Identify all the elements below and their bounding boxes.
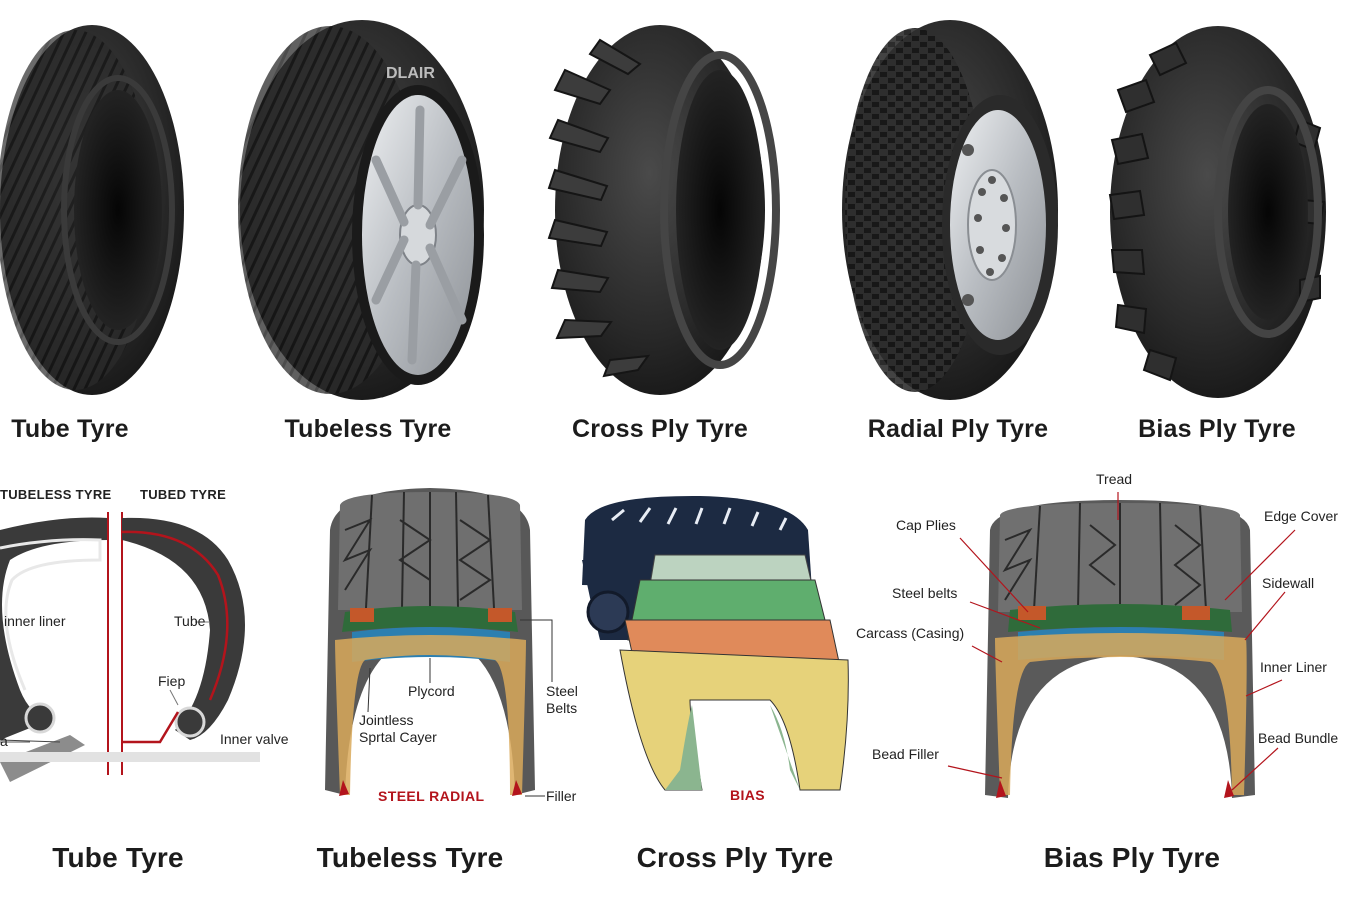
radial-ply-tyre-photo	[842, 20, 1058, 400]
bottom-caption-tubeless-tyre: Tubeless Tyre	[316, 842, 504, 873]
caption-tube-tyre: Tube Tyre	[11, 415, 129, 443]
tube-vs-tubeless-section	[0, 512, 260, 782]
caption-radial-ply-tyre: Radial Ply Tyre	[867, 415, 1049, 443]
label-steel-belts: Steel belts	[892, 585, 958, 601]
label-inner-liner: inner liner	[4, 613, 66, 629]
sidewall-brand-text: DLAIR	[386, 65, 435, 82]
header-tubeless-tyre: TUBELESS TYRE	[0, 487, 112, 502]
label-flap: Fiep	[158, 673, 186, 689]
label-carcass: Carcass (Casing)	[856, 625, 965, 641]
label-steel: Steel	[546, 683, 578, 699]
label-belts: Belts	[546, 700, 578, 716]
bottom-caption-tube-tyre: Tube Tyre	[52, 842, 184, 873]
caption-bias-ply-tyre: Bias Ply Tyre	[1138, 415, 1296, 443]
tubeless-tyre-photo: DLAIR	[238, 20, 484, 400]
bias-ply-tyre-photo	[1108, 26, 1326, 398]
bottom-caption-bias-ply-tyre: Bias Ply Tyre	[1043, 842, 1221, 873]
caption-tubeless-tyre: Tubeless Tyre	[284, 415, 452, 443]
tyre-anatomy-cutaway	[947, 492, 1296, 798]
steel-radial-cutaway	[325, 488, 553, 797]
label-cap-plies: Cap Plies	[896, 517, 956, 533]
label-edge-cover: Edge Cover	[1264, 508, 1338, 524]
title-bias: BIAS	[730, 787, 766, 803]
header-tubed-tyre: TUBED TYRE	[140, 487, 227, 502]
tube-tyre-photo	[0, 25, 184, 395]
label-spiral-layer: Sprtal Cayer	[359, 729, 437, 745]
label-jointless: Jointless	[359, 712, 414, 728]
bottom-caption-cross-ply-tyre: Cross Ply Tyre	[636, 842, 834, 873]
caption-cross-ply-tyre: Cross Ply Tyre	[571, 415, 749, 443]
cross-ply-tyre-photo	[547, 25, 780, 395]
label-rim: a	[0, 733, 8, 749]
title-steel-radial: STEEL RADIAL	[378, 788, 485, 804]
label-bead-bundle: Bead Bundle	[1258, 730, 1339, 746]
label-filler: Filler	[546, 788, 577, 804]
label-plycord: Plycord	[408, 683, 455, 699]
bias-ply-cutaway	[582, 495, 849, 791]
label-tube: Tube	[174, 613, 206, 629]
label-inner-liner-anatomy: Inner Liner	[1260, 659, 1327, 675]
label-inner-valve: Inner valve	[220, 731, 289, 747]
label-tread: Tread	[1096, 471, 1133, 487]
label-sidewall: Sidewall	[1262, 575, 1315, 591]
label-bead-filler: Bead Filler	[872, 746, 939, 762]
